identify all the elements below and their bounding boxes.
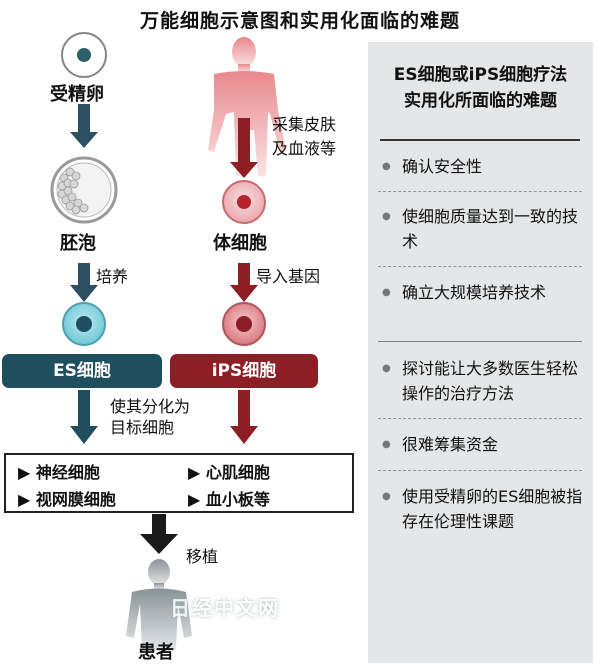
arrow-transplant [140,514,178,554]
page-title: 万能细胞示意图和实用化面临的难题 [139,10,460,32]
es-cell-box: ES细胞 [2,354,162,388]
outcome-platelets-label: 血小板等 [205,490,270,509]
ips-cell-box: iPS细胞 [170,354,318,388]
blastocyst-icon [50,156,118,224]
watermark: 日经中文网 [170,596,280,620]
ips-cell-icon [222,302,266,346]
challenge-item: 使细胞质量达到一致的技术 [380,204,590,254]
label-blastocyst: 胚泡 [60,233,96,254]
item-divider [378,191,582,192]
challenge-item: 使用受精卵的ES细胞被指存在伦理性课题 [380,484,590,534]
outcome-cardiac-cell: ▶ 心肌细胞 [188,463,270,482]
outcome-nerve-cell: ▶ 神经细胞 [18,463,100,482]
label-collect-skin-blood: 采集皮肤 及血液等 [272,115,337,158]
challenge-item: 很难筹集资金 [380,432,590,457]
arrow-egg-to-blastocyst [70,104,98,148]
arrow-somatic-to-ips [230,263,258,302]
outcome-retina-cell: ▶ 视网膜细胞 [18,490,116,509]
arrow-donor-to-somatic [230,118,258,178]
outcome-retina-cell-label: 视网膜细胞 [35,490,116,509]
arrow-ips-to-outcomes [230,390,258,444]
outcome-cardiac-cell-label: 心肌细胞 [205,463,270,482]
panel-title-divider [380,139,580,141]
outcome-platelets: ▶ 血小板等 [188,490,270,509]
arrow-es-to-outcomes [70,390,98,444]
egg-cell-icon [61,32,107,78]
arrow-blastocyst-to-es [70,263,98,302]
label-differentiate: 使其分化为 目标细胞 [110,397,191,437]
challenges-panel [368,42,593,663]
somatic-cell-icon [222,180,266,224]
outcome-nerve-cell-label: 神经细胞 [35,463,100,482]
challenge-item: 确认安全性 [380,154,590,179]
item-divider [378,341,582,342]
challenges-panel-title: ES细胞或iPS细胞疗法 实用化所面临的难题 [393,65,568,111]
outcomes-box: ▶ 神经细胞 ▶ 心肌细胞 ▶ 视网膜细胞 ▶ 血小板等 [4,453,354,513]
label-fertilized-egg: 受精卵 [50,84,104,105]
label-transplant: 移植 [186,547,219,566]
label-introduce-genes: 导入基因 [256,267,321,286]
item-divider [378,470,582,471]
item-divider [378,266,582,267]
label-patient: 患者 [138,642,174,663]
item-divider [378,418,582,419]
label-somatic-cell: 体细胞 [213,233,267,254]
challenge-item: 探讨能让大多数医生轻松操作的治疗方法 [380,356,590,406]
label-culture: 培养 [96,267,129,286]
challenge-item: 确立大规模培养技术 [380,280,590,305]
es-cell-icon [62,302,106,346]
patient-body-icon [126,559,192,650]
